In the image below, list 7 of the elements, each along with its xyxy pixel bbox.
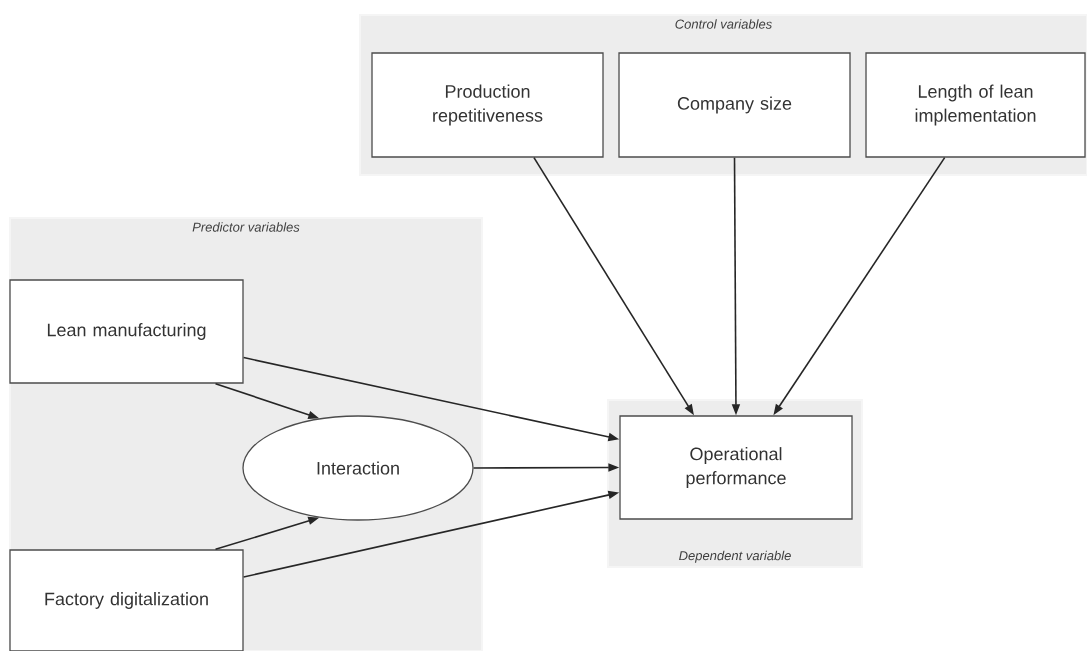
ellipse-node: Interaction — [242, 415, 474, 521]
variable-box: Length of lean implementation — [865, 52, 1086, 158]
variable-box: Operational performance — [619, 415, 853, 520]
variable-box: Production repetitiveness — [371, 52, 604, 158]
variable-box: Lean manufacturing — [9, 279, 244, 384]
variable-box: Company size — [618, 52, 851, 158]
variable-box: Factory digitalization — [9, 549, 244, 651]
